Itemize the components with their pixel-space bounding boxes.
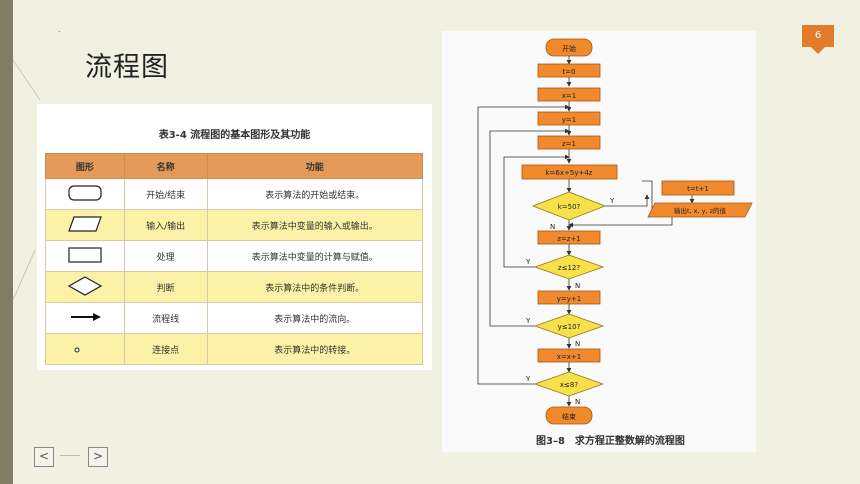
flow-decision-x8 [533,371,605,397]
diamond-icon [45,271,125,303]
flow-yes-label: Y [525,258,531,266]
row-name: 判断 [123,271,208,303]
flow-start-terminal [545,38,593,57]
decorative-dot: . [58,25,61,34]
flow-step-z1-label: z=1 [562,140,576,148]
header-function: 功能 [206,153,424,179]
slide-title: 流程图 [85,52,169,83]
flow-step-xinc [537,348,601,363]
flow-step-xinc-label: x=x+1 [557,353,581,361]
flowchart-panel: 开始 t=0 x=1 y=1 z=1 k=6x+5y+4z k=50? Y N … [442,31,756,452]
table-caption: 表3-4 流程图的基本图形及其功能 [158,130,311,141]
flow-no-label: N [575,340,580,348]
flow-no-label: N [550,223,555,231]
shape-table-panel: 表3-4 流程图的基本图形及其功能 图形 名称 功能 开始/结束 表示算法的开始… [37,104,432,370]
row-function: 表示算法中的流向。 [206,302,424,334]
flow-yes-label: Y [525,317,531,325]
flow-step-y1-label: y=1 [562,116,576,124]
flow-step-y1 [537,111,601,126]
flow-no-label: N [575,398,580,406]
flow-step-z1 [537,135,601,150]
row-function: 表示算法中变量的输入或输出。 [206,209,424,241]
shape-table: 图形 名称 功能 开始/结束 表示算法的开始或结束。 输入/输出 表示算法中变量… [45,153,424,365]
flow-step-x1-label: x=1 [562,92,576,100]
flow-decision-k50-label: k=50? [558,203,581,211]
nav-divider [60,455,80,456]
header-name: 名称 [123,153,208,179]
flowchart-caption: 图3–8 求方程正整数解的流程图 [536,436,685,447]
table-row: 流程线 表示算法中的流向。 [45,302,424,334]
table-row: 处理 表示算法中变量的计算与赋值。 [45,240,424,272]
table-row: 开始/结束 表示算法的开始或结束。 [45,178,424,210]
flow-step-k [521,164,618,180]
flow-step-t0-label: t=0 [562,68,575,76]
left-sidebar-bar [0,0,13,484]
decorative-diagonal-lines [12,59,41,301]
flowchart-diagram: 开始 t=0 x=1 y=1 z=1 k=6x+5y+4z k=50? Y N … [477,38,753,425]
flow-output-parallelogram [647,202,753,218]
flow-step-yinc [537,290,601,305]
row-name: 输入/输出 [123,209,208,241]
flow-decision-z12 [533,254,605,280]
row-name: 连接点 [123,333,208,365]
row-name: 流程线 [123,302,208,334]
row-function: 表示算法中变量的计算与赋值。 [206,240,424,272]
flow-step-zinc [537,230,601,245]
table-header-row: 图形 名称 功能 [45,153,424,179]
row-name: 开始/结束 [123,178,208,210]
parallelogram-icon [45,209,125,241]
flow-step-x1 [537,87,601,102]
flow-yes-label: Y [525,375,531,383]
flow-step-k-label: k=6x+5y+4z [546,169,593,177]
table-row: 判断 表示算法中的条件判断。 [45,271,424,303]
flow-decision-x8-label: x≤8? [560,381,578,389]
flow-step-tinc [661,180,735,196]
flow-decision-z12-label: z≤12? [558,264,580,272]
flow-no-label: N [575,282,580,290]
row-function: 表示算法中的条件判断。 [206,271,424,303]
row-name: 处理 [123,240,208,272]
flow-decision-y10 [533,313,605,339]
terminal-rounded-rect-icon [45,178,125,210]
row-function: 表示算法中的转接。 [206,333,424,365]
flow-output-label: 输出t, x, y, z的值 [674,206,727,215]
table-row: 连接点 表示算法中的转接。 [45,333,424,365]
row-function: 表示算法的开始或结束。 [206,178,424,210]
flow-decision-k50 [531,191,607,221]
arrow-right-icon [45,302,125,334]
header-shape: 图形 [45,153,125,179]
flow-start-label: 开始 [562,44,576,53]
page-number-badge-tip [811,47,825,54]
flow-end-label: 结束 [562,412,576,421]
rectangle-icon [45,240,125,272]
flow-step-zinc-label: z=z+1 [557,235,581,243]
small-circle-icon [45,333,125,365]
next-slide-button[interactable]: > [88,447,108,467]
flow-step-tinc-label: t=t+1 [687,185,709,193]
flow-lines [477,56,695,407]
prev-slide-button[interactable]: < [34,447,54,467]
flow-yes-label: Y [609,197,615,205]
flow-decision-y10-label: y≤10? [558,323,581,331]
flow-step-t0 [537,63,601,78]
page-number-badge: 6 [802,25,834,47]
flow-end-terminal [545,406,593,425]
table-row: 输入/输出 表示算法中变量的输入或输出。 [45,209,424,241]
flow-step-yinc-label: y=y+1 [557,295,581,303]
